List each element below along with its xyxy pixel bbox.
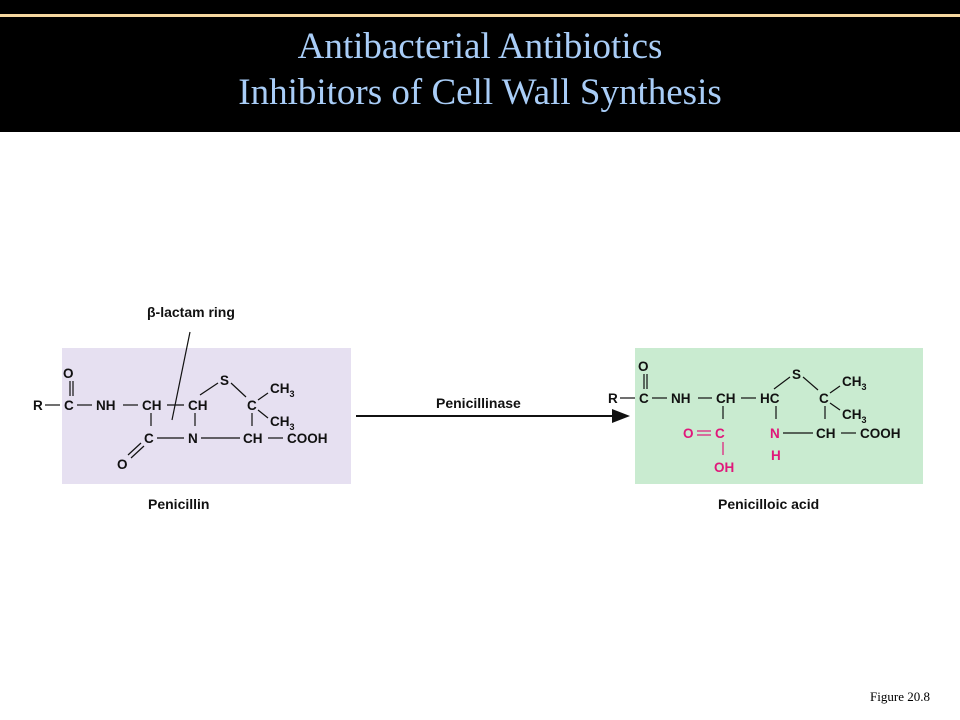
arrow-head (612, 409, 630, 423)
reaction-arrow: Penicillinase (356, 395, 630, 423)
atom-carbonyl-c: C (64, 398, 74, 413)
atom-ch3-top: CH3 (842, 374, 867, 392)
ch3-text: CH (842, 407, 862, 422)
atom-r: R (33, 398, 43, 413)
penicillin-panel (62, 348, 351, 484)
atom-cooh: COOH (287, 431, 328, 446)
atom-c-quat: C (247, 398, 257, 413)
bond (829, 385, 841, 394)
bond (130, 445, 145, 459)
atom-hc: HC (760, 391, 780, 406)
atom-ch: CH (716, 391, 736, 406)
atom-lactam-c: C (144, 431, 154, 446)
penicillin-caption: Penicillin (148, 496, 209, 512)
atom-nh: NH (671, 391, 691, 406)
atom-lactam-o: O (117, 457, 128, 472)
atom-n: N (770, 426, 780, 441)
atom-h: H (771, 448, 781, 463)
atom-carbonyl-o: O (63, 366, 74, 381)
ch3-text: CH (270, 381, 290, 396)
title-rule (0, 14, 960, 17)
subscript-3: 3 (862, 382, 867, 392)
atom-nh: NH (96, 398, 116, 413)
bond (230, 382, 247, 398)
atom-ch-a: CH (142, 398, 162, 413)
title-line-2: Inhibitors of Cell Wall Synthesis (238, 72, 722, 113)
beta-lactam-pointer (171, 331, 191, 421)
penicilloic-acid-structure: R C O NH CH HC S C CH3 CH3 O C OH N H CH… (608, 359, 901, 475)
penicilloic-acid-panel (635, 348, 923, 484)
beta-lactam-label: β-lactam ring (147, 304, 235, 320)
penicilloic-acid-caption: Penicilloic acid (718, 496, 819, 512)
atom-ch3-bottom: CH3 (270, 414, 295, 432)
figure-reference: Figure 20.8 (870, 689, 930, 704)
atom-ch-c: CH (243, 431, 263, 446)
bond (802, 376, 819, 391)
title-line-1: Antibacterial Antibiotics (297, 26, 663, 67)
atom-oh: OH (714, 460, 734, 475)
atom-r: R (608, 391, 618, 406)
title-bar: Antibacterial Antibiotics Inhibitors of … (0, 0, 960, 132)
atom-ch-b: CH (188, 398, 208, 413)
bond (127, 442, 142, 456)
bond (829, 402, 841, 411)
bond (773, 376, 791, 390)
atom-cooh: COOH (860, 426, 901, 441)
atom-ch-c: CH (816, 426, 836, 441)
subscript-3: 3 (290, 389, 295, 399)
subscript-3: 3 (862, 415, 867, 425)
atom-acid-c: C (715, 426, 725, 441)
bond (199, 382, 219, 396)
ch3-text: CH (842, 374, 862, 389)
enzyme-label: Penicillinase (436, 395, 521, 411)
atom-s: S (792, 367, 801, 382)
penicillin-structure: R C O NH CH CH S C CH3 CH3 C N CH COOH O… (33, 304, 328, 472)
atom-c-quat: C (819, 391, 829, 406)
atom-carbonyl-o: O (638, 359, 649, 374)
atom-ch3-bottom: CH3 (842, 407, 867, 425)
atom-acid-o: O (683, 426, 694, 441)
bond (257, 409, 269, 419)
bond (257, 392, 269, 401)
atom-n: N (188, 431, 198, 446)
atom-s: S (220, 373, 229, 388)
slide-title: Antibacterial Antibiotics Inhibitors of … (0, 24, 960, 116)
subscript-3: 3 (290, 422, 295, 432)
ch3-text: CH (270, 414, 290, 429)
atom-carbonyl-c: C (639, 391, 649, 406)
atom-ch3-top: CH3 (270, 381, 295, 399)
